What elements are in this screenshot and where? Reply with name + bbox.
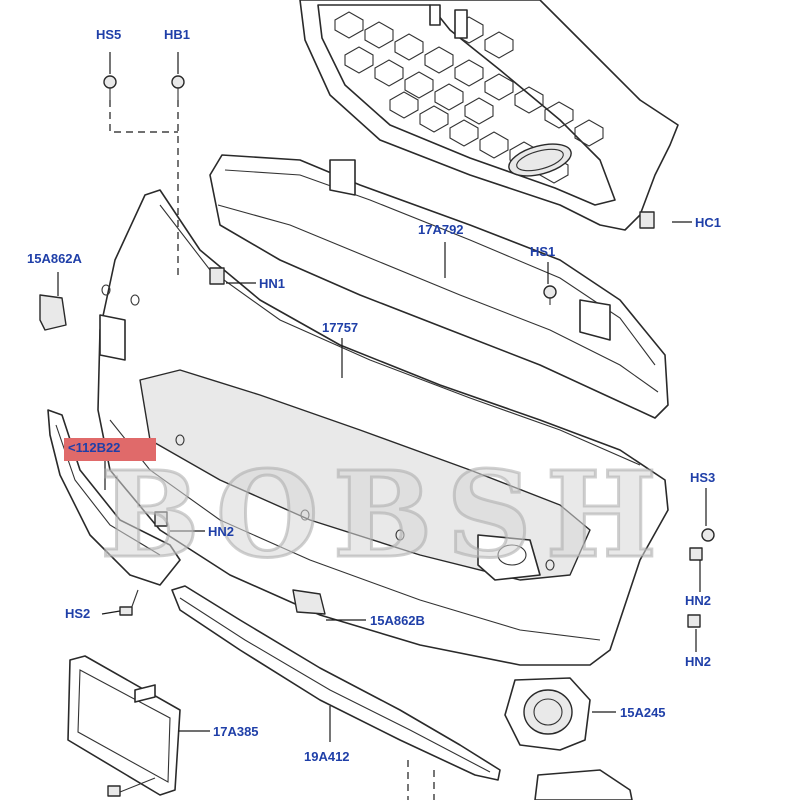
label-17a792: 17A792 [418,222,464,237]
lower-spoiler [171,585,501,781]
screw-hb1 [171,75,185,100]
screw-hs3 [701,528,715,542]
screw-hs1 [543,285,557,305]
clip-hn2-right-upper [689,547,703,561]
screw-hs5 [103,75,117,100]
bracket-15a862b [292,589,326,615]
front-grille [299,0,679,231]
plate-bracket [67,655,181,796]
label-hn1: HN1 [259,276,286,291]
label-hs5: HS5 [96,27,122,42]
fog-lamp-partial [534,769,633,800]
label-17a385: 17A385 [213,724,259,739]
fog-lamp-bezel [504,677,591,751]
label-hb1: HB1 [164,27,191,42]
label-15a862b: 15A862B [370,613,425,628]
screw-plate [107,777,156,797]
fastener-hc1 [639,211,655,229]
label-hs2: HS2 [65,606,91,621]
clip-hn2-left [154,511,168,527]
label-15a862a: 15A862A [27,251,82,266]
label-hc1: HC1 [695,215,722,230]
label-15a245: 15A245 [620,705,666,720]
screw-hs2 [119,589,139,616]
bracket-15a862a [39,294,67,331]
label-hs1: HS1 [530,244,556,259]
label-hs3: HS3 [690,470,716,485]
bumper-reinforcement [209,154,669,419]
label-19a412: 19A412 [304,749,350,764]
clip-hn2-right-lower [687,614,701,628]
clip-hn1 [209,267,225,285]
label-hn2-left: HN2 [208,524,235,539]
label-hn2-right-lower: HN2 [685,654,712,669]
label-112b22: <112B22 [64,438,157,461]
leader-lines [57,52,707,800]
label-17757: 17757 [322,320,359,335]
label-hn2-right-upper: HN2 [685,593,712,608]
